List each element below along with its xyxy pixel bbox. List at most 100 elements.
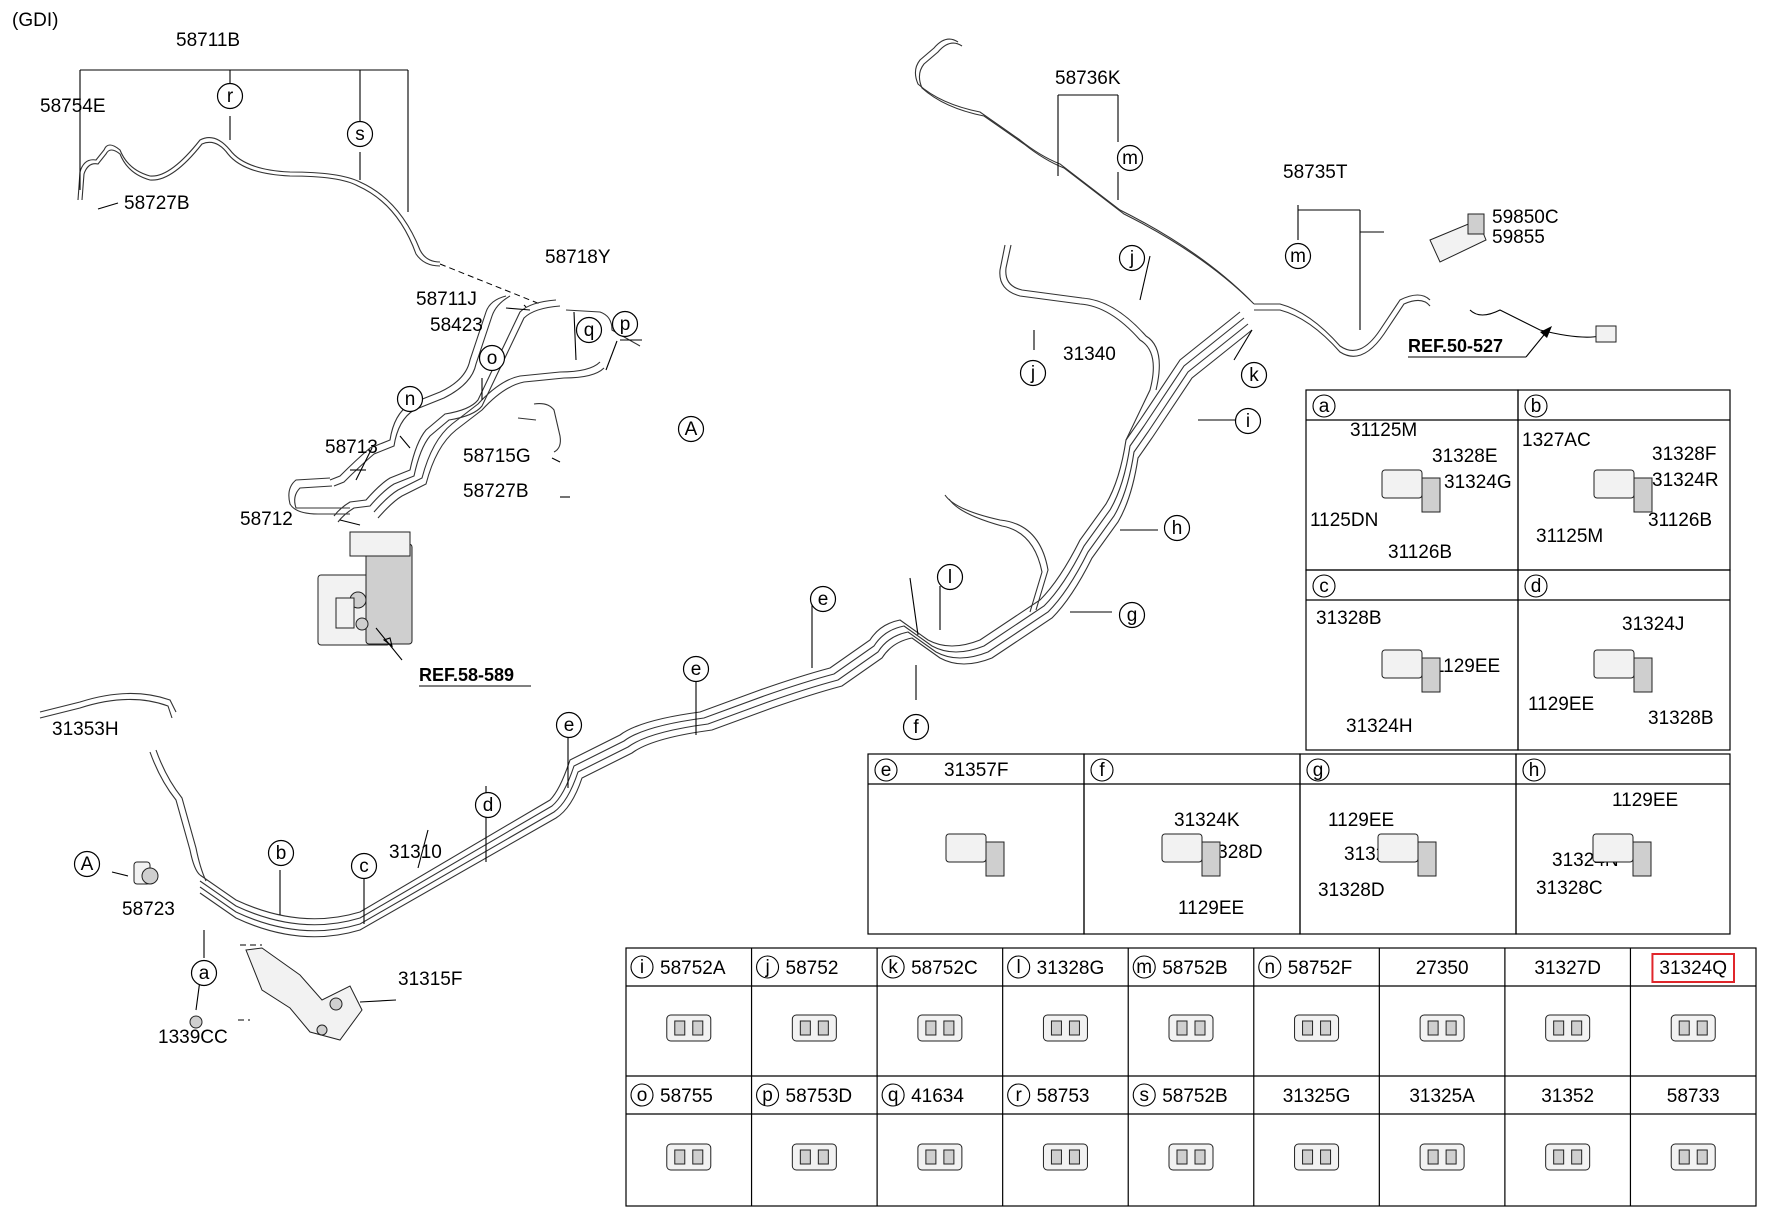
part-label-59850c[interactable]: 59850C (1492, 207, 1559, 228)
callout-b[interactable]: b (267, 839, 295, 867)
callout-m[interactable]: m (1284, 242, 1312, 270)
callout-n[interactable]: n (396, 385, 424, 413)
detail-part-31324h[interactable]: 31324H (1346, 716, 1413, 737)
box-letter-h[interactable]: h (1522, 758, 1546, 782)
part-label-59855[interactable]: 59855 (1492, 227, 1545, 248)
callout-j[interactable]: j (1019, 359, 1047, 387)
parts-table-cell-27350[interactable]: 27350 (1378, 948, 1469, 1076)
callout-r[interactable]: r (216, 82, 244, 110)
callout-f[interactable]: f (902, 713, 930, 741)
detail-part-1129ee[interactable]: 1129EE (1612, 790, 1678, 811)
parts-table-cell-31325g[interactable]: 31325G (1253, 1076, 1351, 1206)
part-label-58711b[interactable]: 58711B (176, 30, 240, 51)
parts-table-cell-58733[interactable]: 58733 (1629, 1076, 1720, 1206)
ref-label-50-527[interactable]: REF.50-527 (1408, 336, 1503, 356)
callout-q[interactable]: q (575, 316, 603, 344)
parts-table-cell-31352[interactable]: 31352 (1504, 1076, 1594, 1206)
callout-e[interactable]: e (809, 585, 837, 613)
box-letter-g[interactable]: g (1306, 758, 1330, 782)
detail-part-31324j[interactable]: 31324J (1622, 614, 1684, 635)
detail-part-31324r[interactable]: 31324R (1652, 470, 1719, 491)
detail-part-1129ee[interactable]: 1129EE (1434, 656, 1500, 677)
callout-A[interactable]: A (677, 415, 705, 443)
callout-s[interactable]: s (346, 120, 374, 148)
detail-part-31328c[interactable]: 31328C (1536, 878, 1603, 899)
parts-table-cell-31324q[interactable]: 31324Q (1629, 948, 1736, 1076)
part-label-58727b[interactable]: 58727B (463, 481, 529, 502)
part-label-58713[interactable]: 58713 (325, 437, 378, 458)
part-label-31340[interactable]: 31340 (1063, 344, 1116, 365)
table-part-number: 58752A (660, 958, 726, 979)
callout-j[interactable]: j (1118, 244, 1146, 272)
part-label-58423[interactable]: 58423 (430, 315, 483, 336)
detail-part-1125dn[interactable]: 1125DN (1310, 510, 1378, 531)
detail-part-31357f[interactable]: 31357F (944, 760, 1008, 781)
part-label-1339cc[interactable]: 1339CC (158, 1027, 228, 1048)
callout-p[interactable]: p (611, 310, 639, 338)
detail-part-31125m[interactable]: 31125M (1350, 420, 1417, 441)
detail-part-31328f[interactable]: 31328F (1652, 444, 1716, 465)
callout-g[interactable]: g (1118, 601, 1146, 629)
detail-part-1129ee[interactable]: 1129EE (1528, 694, 1594, 715)
box-letter-d[interactable]: d (1524, 574, 1548, 598)
callout-m[interactable]: m (1116, 144, 1144, 172)
callout-e[interactable]: e (555, 711, 583, 739)
part-label-31353h[interactable]: 31353H (52, 719, 119, 740)
callout-k[interactable]: k (1240, 361, 1268, 389)
box-letter-c[interactable]: c (1312, 574, 1336, 598)
detail-part-31126b[interactable]: 31126B (1388, 542, 1452, 563)
box-letter-a[interactable]: a (1312, 394, 1336, 418)
detail-part-31328e[interactable]: 31328E (1432, 446, 1498, 467)
callout-o[interactable]: o (478, 344, 506, 372)
part-label-58736k[interactable]: 58736K (1055, 68, 1121, 89)
detail-part-1129ee[interactable]: 1129EE (1328, 810, 1394, 831)
part-label-58718y[interactable]: 58718Y (545, 247, 611, 268)
callout-h[interactable]: h (1163, 514, 1191, 542)
bracket-58723 (133, 861, 159, 885)
part-label-31315f[interactable]: 31315F (398, 969, 462, 990)
part-label-31310[interactable]: 31310 (389, 842, 442, 863)
detail-part-31126b[interactable]: 31126B (1648, 510, 1712, 531)
callout-l[interactable]: l (936, 563, 964, 591)
ref-label-58-589[interactable]: REF.58-589 (419, 665, 514, 685)
detail-part-31328b[interactable]: 31328B (1648, 708, 1714, 729)
detail-part-31328b[interactable]: 31328B (1316, 608, 1382, 629)
box-letter-f[interactable]: f (1090, 758, 1114, 782)
detail-part-1129ee[interactable]: 1129EE (1178, 898, 1244, 919)
detail-part-31328d[interactable]: 31328D (1318, 880, 1385, 901)
detail-part-31324k[interactable]: 31324K (1174, 810, 1240, 831)
parts-table-cell-31327d[interactable]: 31327D (1504, 948, 1601, 1076)
callout-A[interactable]: A (73, 850, 101, 878)
callout-i[interactable]: i (1234, 407, 1262, 435)
box-letter-b[interactable]: b (1524, 394, 1548, 418)
part-label-58723[interactable]: 58723 (122, 899, 175, 920)
detail-part-31324g[interactable]: 31324G (1444, 472, 1512, 493)
part-label-58712[interactable]: 58712 (240, 509, 293, 530)
part-label-58727b[interactable]: 58727B (124, 193, 190, 214)
callout-e[interactable]: e (682, 655, 710, 683)
part-label-58735t[interactable]: 58735T (1283, 162, 1348, 183)
detail-part-1327ac[interactable]: 1327AC (1522, 430, 1591, 451)
part-label-58715g[interactable]: 58715G (463, 446, 531, 467)
part-slot (1696, 1149, 1708, 1165)
detail-part-31125m[interactable]: 31125M (1536, 526, 1603, 547)
callout-a[interactable]: a (190, 959, 218, 987)
callout-d[interactable]: d (474, 791, 502, 819)
part-label-58754e[interactable]: 58754E (40, 96, 106, 117)
callout-c[interactable]: c (350, 852, 378, 880)
box-letter-e[interactable]: e (874, 758, 898, 782)
parts-table-cell-31325a[interactable]: 31325A (1378, 1076, 1475, 1206)
part-label-58711j[interactable]: 58711J (416, 289, 477, 310)
box-letter-text: c (1319, 576, 1329, 597)
